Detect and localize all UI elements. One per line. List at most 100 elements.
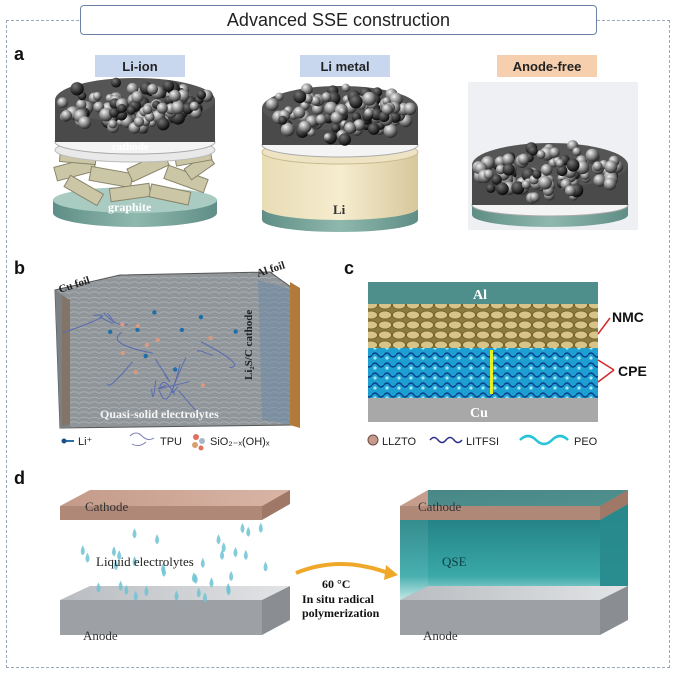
- electrolyte-drop: [132, 556, 137, 567]
- llzto-icon: [367, 434, 379, 446]
- particle: [131, 91, 144, 104]
- particle: [156, 117, 170, 131]
- label-cu: Cu: [470, 406, 488, 421]
- particle: [70, 82, 84, 96]
- electrolyte-drop: [80, 545, 85, 556]
- panel-d-right-cell: [400, 490, 628, 635]
- label-liquid-electrolytes: Liquid electrolytes: [96, 554, 194, 569]
- particle: [344, 122, 356, 134]
- particle: [177, 89, 190, 102]
- particle: [502, 163, 515, 176]
- particle: [109, 108, 119, 118]
- electrolyte-drop: [240, 523, 245, 534]
- electrolyte-drop: [111, 546, 116, 557]
- li-ion-dot: [172, 367, 178, 372]
- panel-letter-c: c: [344, 258, 355, 278]
- particle: [538, 176, 552, 190]
- particle: [330, 111, 343, 125]
- particle: [61, 110, 72, 121]
- legend-b: Li⁺ TPU SiO₂₋ₓ(OH)ₓ: [61, 432, 270, 451]
- particle: [517, 153, 530, 165]
- particle: [529, 192, 540, 203]
- particle: [93, 91, 102, 101]
- tpu-strand: [116, 332, 154, 354]
- electrolyte-drop: [161, 563, 166, 574]
- li-ion-dot: [233, 329, 238, 334]
- label-temp: 60 °C: [322, 577, 350, 591]
- electrolyte-drop: [221, 542, 226, 553]
- tpu-strand: [158, 364, 181, 400]
- particle: [57, 97, 68, 109]
- particle: [364, 108, 374, 118]
- particle: [133, 116, 145, 128]
- particle: [341, 83, 350, 93]
- particle: [349, 95, 363, 109]
- electrolyte-drop: [133, 590, 138, 601]
- panel-letter-d: d: [14, 468, 25, 488]
- li-ion-dot: [135, 327, 140, 332]
- particle: [572, 147, 582, 157]
- electrolyte-drop: [209, 577, 214, 588]
- tpu-strand: [197, 350, 213, 356]
- particle: [381, 103, 393, 115]
- li-ion-dot: [155, 337, 160, 343]
- li-ion-dot: [179, 327, 185, 333]
- electrolyte-drop: [96, 582, 101, 593]
- legend-tpu: TPU: [160, 436, 182, 448]
- electrolyte-drop: [202, 592, 207, 603]
- particle: [126, 105, 136, 115]
- particle: [521, 180, 531, 190]
- sio2-icon: [192, 434, 205, 451]
- label-nmc: NMC: [612, 309, 644, 325]
- particle: [603, 177, 617, 191]
- particle: [293, 106, 306, 119]
- legend-peo: PEO: [574, 436, 598, 448]
- panel-letter-a: a: [14, 44, 25, 64]
- particle: [171, 101, 185, 115]
- particle: [168, 89, 181, 102]
- tpu-strand: [159, 381, 176, 395]
- panel-b-cell: [54, 271, 300, 429]
- particle: [324, 101, 338, 116]
- tpu-strand: [103, 312, 128, 326]
- tag-li-metal: Li metal: [300, 55, 390, 77]
- tpu-strand: [157, 381, 190, 390]
- tpu-strand: [177, 389, 198, 413]
- electrolyte-drop: [263, 561, 268, 572]
- particle: [549, 147, 560, 158]
- panel-b-tpu-network: [62, 310, 238, 413]
- particle: [353, 119, 365, 131]
- electrolyte-drop: [216, 534, 221, 545]
- cpe-layer: [368, 348, 598, 398]
- label-quasi-solid: Quasi-solid electrolytes: [100, 407, 219, 421]
- particle: [592, 161, 603, 172]
- electrolyte-drop: [193, 573, 198, 584]
- label-process-2: polymerization: [302, 606, 380, 620]
- particle: [117, 103, 127, 113]
- panel-a-li-metal-particles: [265, 83, 417, 146]
- particle: [78, 116, 92, 130]
- tpu-strand: [99, 312, 114, 324]
- particle: [312, 103, 324, 115]
- particle: [502, 153, 515, 166]
- particle: [585, 148, 599, 162]
- electrolyte-drop: [233, 547, 238, 558]
- particle: [189, 101, 200, 111]
- particle: [556, 165, 568, 177]
- panel-d-left-cell: [60, 490, 290, 635]
- particle: [156, 102, 168, 114]
- tpu-strand: [171, 357, 187, 393]
- particle: [338, 133, 351, 146]
- electrolyte-drop: [124, 584, 129, 595]
- panel-c-stack: [368, 282, 598, 422]
- particle: [486, 183, 496, 193]
- panel-a-li-ion-particles: [57, 77, 213, 134]
- particle: [147, 83, 159, 95]
- particle: [142, 104, 153, 115]
- legend-c: LLZTO LITFSI PEO: [367, 434, 598, 448]
- particle: [555, 159, 565, 168]
- legend-li-ion: Li⁺: [78, 436, 93, 448]
- particle: [298, 120, 312, 134]
- label-graphite: graphite: [108, 200, 152, 214]
- li-ion-dot: [144, 342, 150, 347]
